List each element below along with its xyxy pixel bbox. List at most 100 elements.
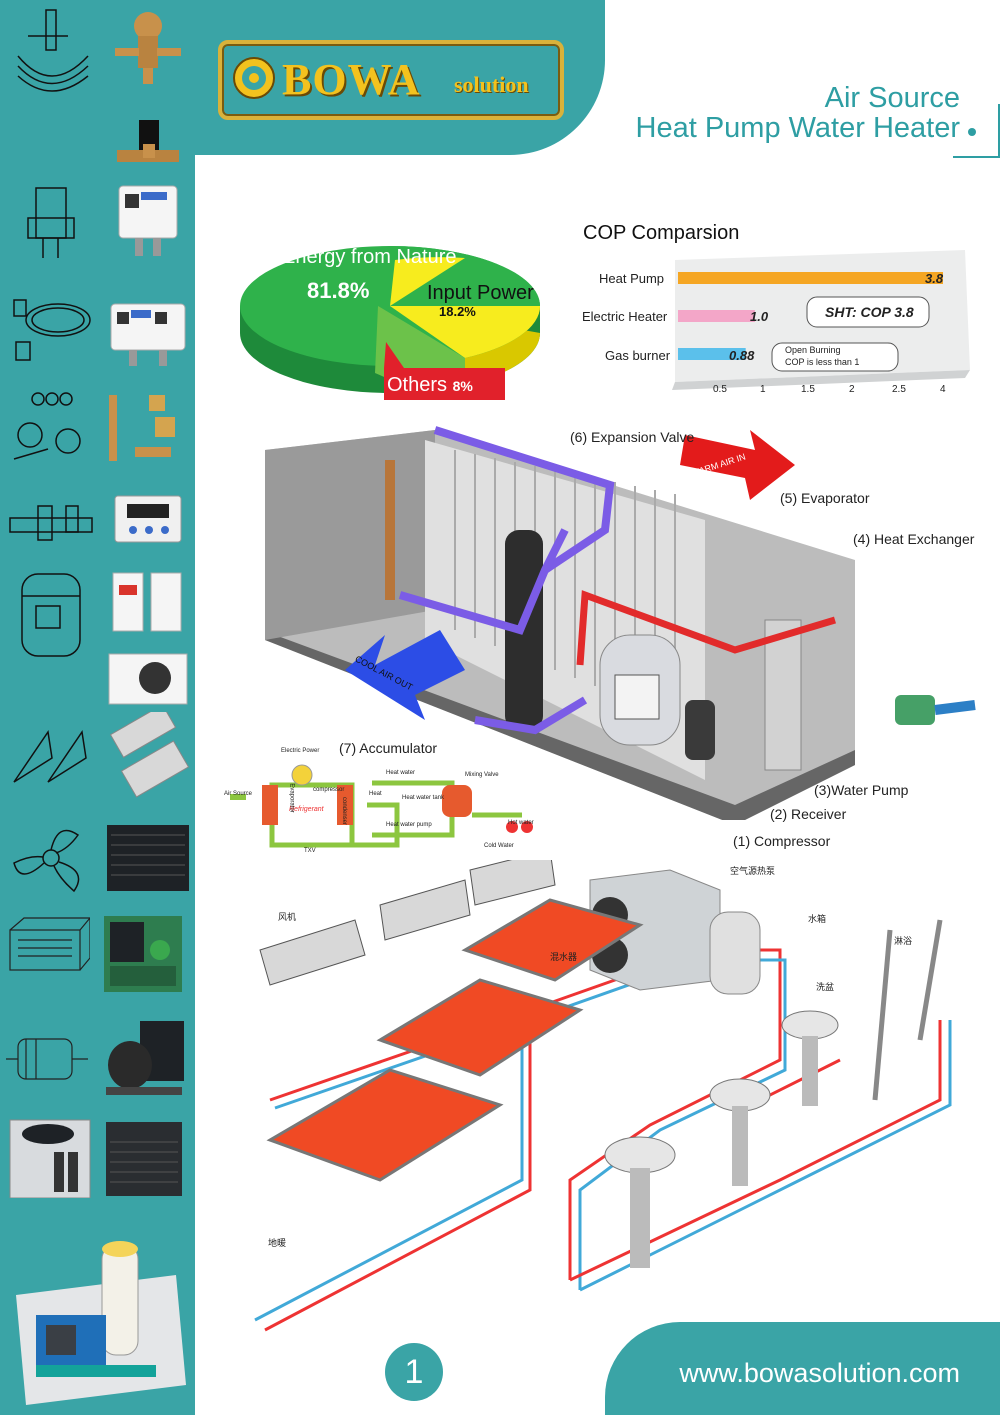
flow-heat-water-pump: Heat water pump xyxy=(386,822,432,828)
brass-fittings-thumbnail xyxy=(105,385,191,471)
cop-bar xyxy=(678,272,943,284)
motor-drawing-thumbnail xyxy=(4,1015,90,1101)
label-water-pump: (3)Water Pump xyxy=(814,782,909,798)
label-water-tank-cn: 水箱 xyxy=(808,914,827,924)
ball-valve-drawing-thumbnail xyxy=(8,488,94,574)
title-corner-line xyxy=(953,104,1000,158)
label-basin-cn: 洗盆 xyxy=(816,982,835,992)
condensing-unit-thumbnail xyxy=(100,910,186,996)
cop-xtick: 0.5 xyxy=(713,384,727,395)
condenser-coil-thumbnail xyxy=(105,815,191,901)
label-separator-cn: 混水器 xyxy=(550,952,578,962)
shower-2 xyxy=(917,919,943,1041)
logo-emblem-icon xyxy=(233,57,275,99)
gas-callout-box xyxy=(771,342,899,372)
flow-heat: Heat xyxy=(369,791,382,797)
phase-protector-thumbnail xyxy=(105,565,191,651)
floor-heating-loop-1 xyxy=(266,1068,504,1182)
label-heat-pump-cn: 空气源热泵 xyxy=(730,866,776,876)
cop-category-heat-pump: Heat Pump xyxy=(599,271,665,286)
footer-band xyxy=(605,1322,1000,1415)
temperature-controller-thumbnail xyxy=(105,488,191,574)
cop-xtick: 1.5 xyxy=(801,384,815,395)
page-title-line2: Heat Pump Water Heater xyxy=(635,112,961,144)
pie-input-value: 18.2% xyxy=(439,304,476,319)
floor-heating-loop-2 xyxy=(376,978,584,1077)
label-floor-heating-cn: 地暖 xyxy=(268,1238,287,1248)
valve-drawing-thumbnail xyxy=(8,6,94,92)
cop-bar xyxy=(678,348,746,360)
pie-input-slice xyxy=(390,306,540,358)
scroll-compressor-drawing-thumbnail xyxy=(8,572,94,658)
pie-others-label: Others 8% xyxy=(387,374,473,396)
water-pump xyxy=(895,695,935,725)
label-receiver: (2) Receiver xyxy=(770,806,847,822)
installation-diagram xyxy=(254,860,952,1332)
flow-hot-water: Hot water xyxy=(508,820,534,826)
outdoor-unit-thumbnail xyxy=(100,1112,186,1198)
air-cooler-thumbnail xyxy=(105,640,191,726)
floor-heating-loop-3 xyxy=(461,898,644,982)
heat-pump-system-illustration xyxy=(265,426,976,820)
flow-schematic xyxy=(230,764,533,848)
sight-glass-drawing-thumbnail xyxy=(8,385,94,471)
expansion-valve-thumbnail xyxy=(105,6,191,92)
cabinet-unit-thumbnail xyxy=(6,1112,92,1199)
label-shower-cn: 淋浴 xyxy=(894,936,913,946)
title-bullet-icon xyxy=(968,128,976,136)
label-fan-coil-cn: 风机 xyxy=(278,912,297,922)
pie-nature-value: 81.8% xyxy=(307,278,370,303)
cop-xtick: 4 xyxy=(940,384,946,395)
flow-condenser: condenser xyxy=(341,796,348,826)
pressure-switch-thumbnail xyxy=(105,178,191,264)
fan-coil-3 xyxy=(469,860,556,906)
flow-txv: TXV xyxy=(304,848,316,854)
gas-annotation-line1: Open Burning xyxy=(785,345,841,355)
axial-fan-drawing-thumbnail xyxy=(8,815,94,901)
label-accumulator: (7) Accumulator xyxy=(339,740,438,756)
water-tank xyxy=(709,911,761,995)
pie-input-label: Input Power xyxy=(427,282,534,304)
flow-refrigerant: Refrigerant xyxy=(289,806,324,813)
energy-pie-chart: Energy from Nature 81.8% Input Power 18.… xyxy=(235,238,545,403)
skid-unit-thumbnail xyxy=(6,1225,190,1410)
cop-value-gas: 0.88 xyxy=(729,348,755,363)
cop-bar xyxy=(678,310,755,322)
warm-air-arrow xyxy=(680,430,795,500)
cool-air-arrow xyxy=(345,630,465,720)
cop-xtick: 1 xyxy=(760,384,766,395)
pie-nature-label: Energy from Nature xyxy=(282,246,457,268)
unit-drawing-thumbnail xyxy=(4,910,92,996)
solenoid-valve-thumbnail xyxy=(105,100,191,186)
label-compressor: (1) Compressor xyxy=(733,833,831,849)
flow-heat-water-tank: Heat water tank xyxy=(402,795,445,801)
dual-pressure-switch-thumbnail xyxy=(105,290,191,376)
shower-1 xyxy=(872,929,893,1101)
cop-xtick: 2.5 xyxy=(892,384,906,395)
receiver-tank xyxy=(685,700,715,760)
flow-heat-water: Heat water xyxy=(386,770,416,776)
flow-electric-power: Electric Power xyxy=(281,748,320,754)
fan-coil-1 xyxy=(259,919,366,986)
gas-annotation-line2: COP is less than 1 xyxy=(785,357,860,367)
brand-logo[interactable]: BOWA solution xyxy=(218,40,564,120)
flow-evaporator: Evaporator xyxy=(288,783,295,813)
wash-basin-1 xyxy=(604,1136,676,1174)
capillary-tube-thumbnail xyxy=(8,290,94,376)
switch-drawing-thumbnail xyxy=(8,178,94,264)
flow-compressor: compressor xyxy=(313,787,345,793)
others-arrow xyxy=(384,342,505,400)
flow-cold-water: Cold Water xyxy=(484,843,514,849)
flow-mixing-valve: Mixing Valve xyxy=(465,772,499,778)
cop-bar-chart xyxy=(672,250,970,390)
heat-exchanger xyxy=(764,619,802,771)
fan-blade-drawing-thumbnail xyxy=(8,712,94,798)
website-link[interactable]: www.bowasolution.com xyxy=(679,1358,960,1388)
cop-callout-box xyxy=(806,296,930,328)
cop-chart-title: COP Comparsion xyxy=(583,222,740,244)
label-evaporator: (5) Evaporator xyxy=(780,490,870,506)
fan-coil-2 xyxy=(379,879,471,941)
cop-category-electric: Electric Heater xyxy=(582,309,668,324)
cop-category-gas: Gas burner xyxy=(605,348,671,363)
page-title-line1: Air Source xyxy=(824,82,960,114)
